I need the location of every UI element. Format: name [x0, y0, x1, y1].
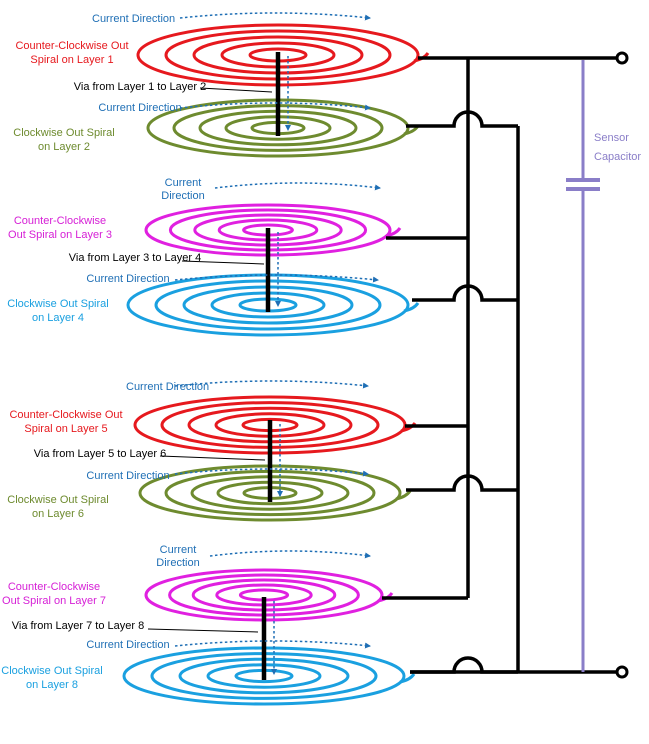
upper-spiral-2-tail: [385, 227, 402, 238]
bottom-terminal[interactable]: [615, 665, 629, 679]
current-arrow-top-4: [209, 550, 371, 559]
via-label-2: Via from Layer 3 to Layer 4: [69, 252, 201, 264]
current-direction-top-4-line1: Current: [160, 544, 197, 556]
current-arrow-top-2: [214, 182, 381, 191]
wire-lower-4: [410, 656, 518, 674]
current-arrow-mid-1: [179, 102, 371, 111]
lower-layer-label-4-line2: on Layer 8: [26, 679, 78, 691]
current-direction-mid-3: Current Direction: [86, 470, 169, 482]
upper-layer-label-2-line1: Counter-Clockwise: [14, 215, 106, 227]
via-pointer-4: [147, 628, 259, 633]
upper-layer-label-4-line1: Counter-Clockwise: [8, 581, 100, 593]
upper-layer-label-2-line2: Out Spiral on Layer 3: [8, 229, 112, 241]
upper-layer-label-1-line1: Counter-Clockwise Out: [15, 40, 128, 52]
lower-layer-label-1-line2: on Layer 2: [38, 141, 90, 153]
via-pointer-1: [199, 87, 273, 93]
current-direction-top-1: Current Direction: [92, 13, 175, 25]
upper-spiral-2: [144, 203, 402, 257]
current-direction-mid-1: Current Direction: [98, 102, 181, 114]
lower-layer-label-2-line1: Clockwise Out Spiral: [7, 298, 108, 310]
via-pointer-2: [181, 260, 265, 265]
lower-layer-label-3-line2: on Layer 6: [32, 508, 84, 520]
lower-layer-label-1-line1: Clockwise Out Spiral: [13, 127, 114, 139]
top-terminal[interactable]: [615, 51, 629, 65]
upper-layer-label-3-line2: Spiral on Layer 5: [24, 423, 107, 435]
upper-spiral-1: [136, 23, 430, 87]
current-arrow-mid-2: [174, 274, 379, 283]
lower-spiral-1: [146, 98, 420, 158]
current-arrow-mid-3: [174, 468, 369, 477]
current-arrow-top-1: [179, 12, 371, 21]
upper-spiral-3-tail: [400, 422, 417, 433]
current-direction-mid-4: Current Direction: [86, 639, 169, 651]
capacitor-label-line1: Sensor: [594, 132, 629, 144]
upper-layer-label-4-line2: Out Spiral on Layer 7: [2, 595, 106, 607]
wire-lower-1: [406, 110, 518, 128]
lower-spiral-2-tail: [403, 302, 420, 313]
lower-spiral-4: [122, 646, 416, 706]
via-label-4: Via from Layer 7 to Layer 8: [12, 620, 144, 632]
wire-lower-2: [412, 284, 518, 302]
upper-layer-label-3-line1: Counter-Clockwise Out: [9, 409, 122, 421]
capacitor-label-line2: Capacitor: [594, 151, 641, 163]
lower-layer-label-4-line1: Clockwise Out Spiral: [1, 665, 102, 677]
current-direction-top-2-line1: Current: [165, 177, 202, 189]
upper-spiral-3: [133, 395, 417, 455]
wiring-layer: [147, 12, 629, 680]
lower-spiral-3-tail: [395, 490, 412, 501]
current-direction-top-2-line2: Direction: [161, 190, 204, 202]
lower-layer-label-3-line1: Clockwise Out Spiral: [7, 494, 108, 506]
lower-layer-label-2-line2: on Layer 4: [32, 312, 84, 324]
current-direction-top-4-line2: Direction: [156, 557, 199, 569]
upper-layer-label-1-line2: Spiral on Layer 1: [30, 54, 113, 66]
current-arrow-mid-4: [174, 640, 371, 649]
via-label-1: Via from Layer 1 to Layer 2: [74, 81, 206, 93]
current-direction-top-3: Current Direction: [126, 381, 209, 393]
via-pointer-3: [159, 455, 266, 461]
current-arrow-top-3: [174, 380, 369, 389]
lower-spiral-2: [126, 273, 420, 337]
current-direction-mid-2: Current Direction: [86, 273, 169, 285]
via-label-3: Via from Layer 5 to Layer 6: [34, 448, 166, 460]
upper-spiral-4: [144, 568, 394, 622]
wire-lower-3: [406, 474, 518, 492]
lower-spiral-4-tail: [399, 673, 416, 684]
